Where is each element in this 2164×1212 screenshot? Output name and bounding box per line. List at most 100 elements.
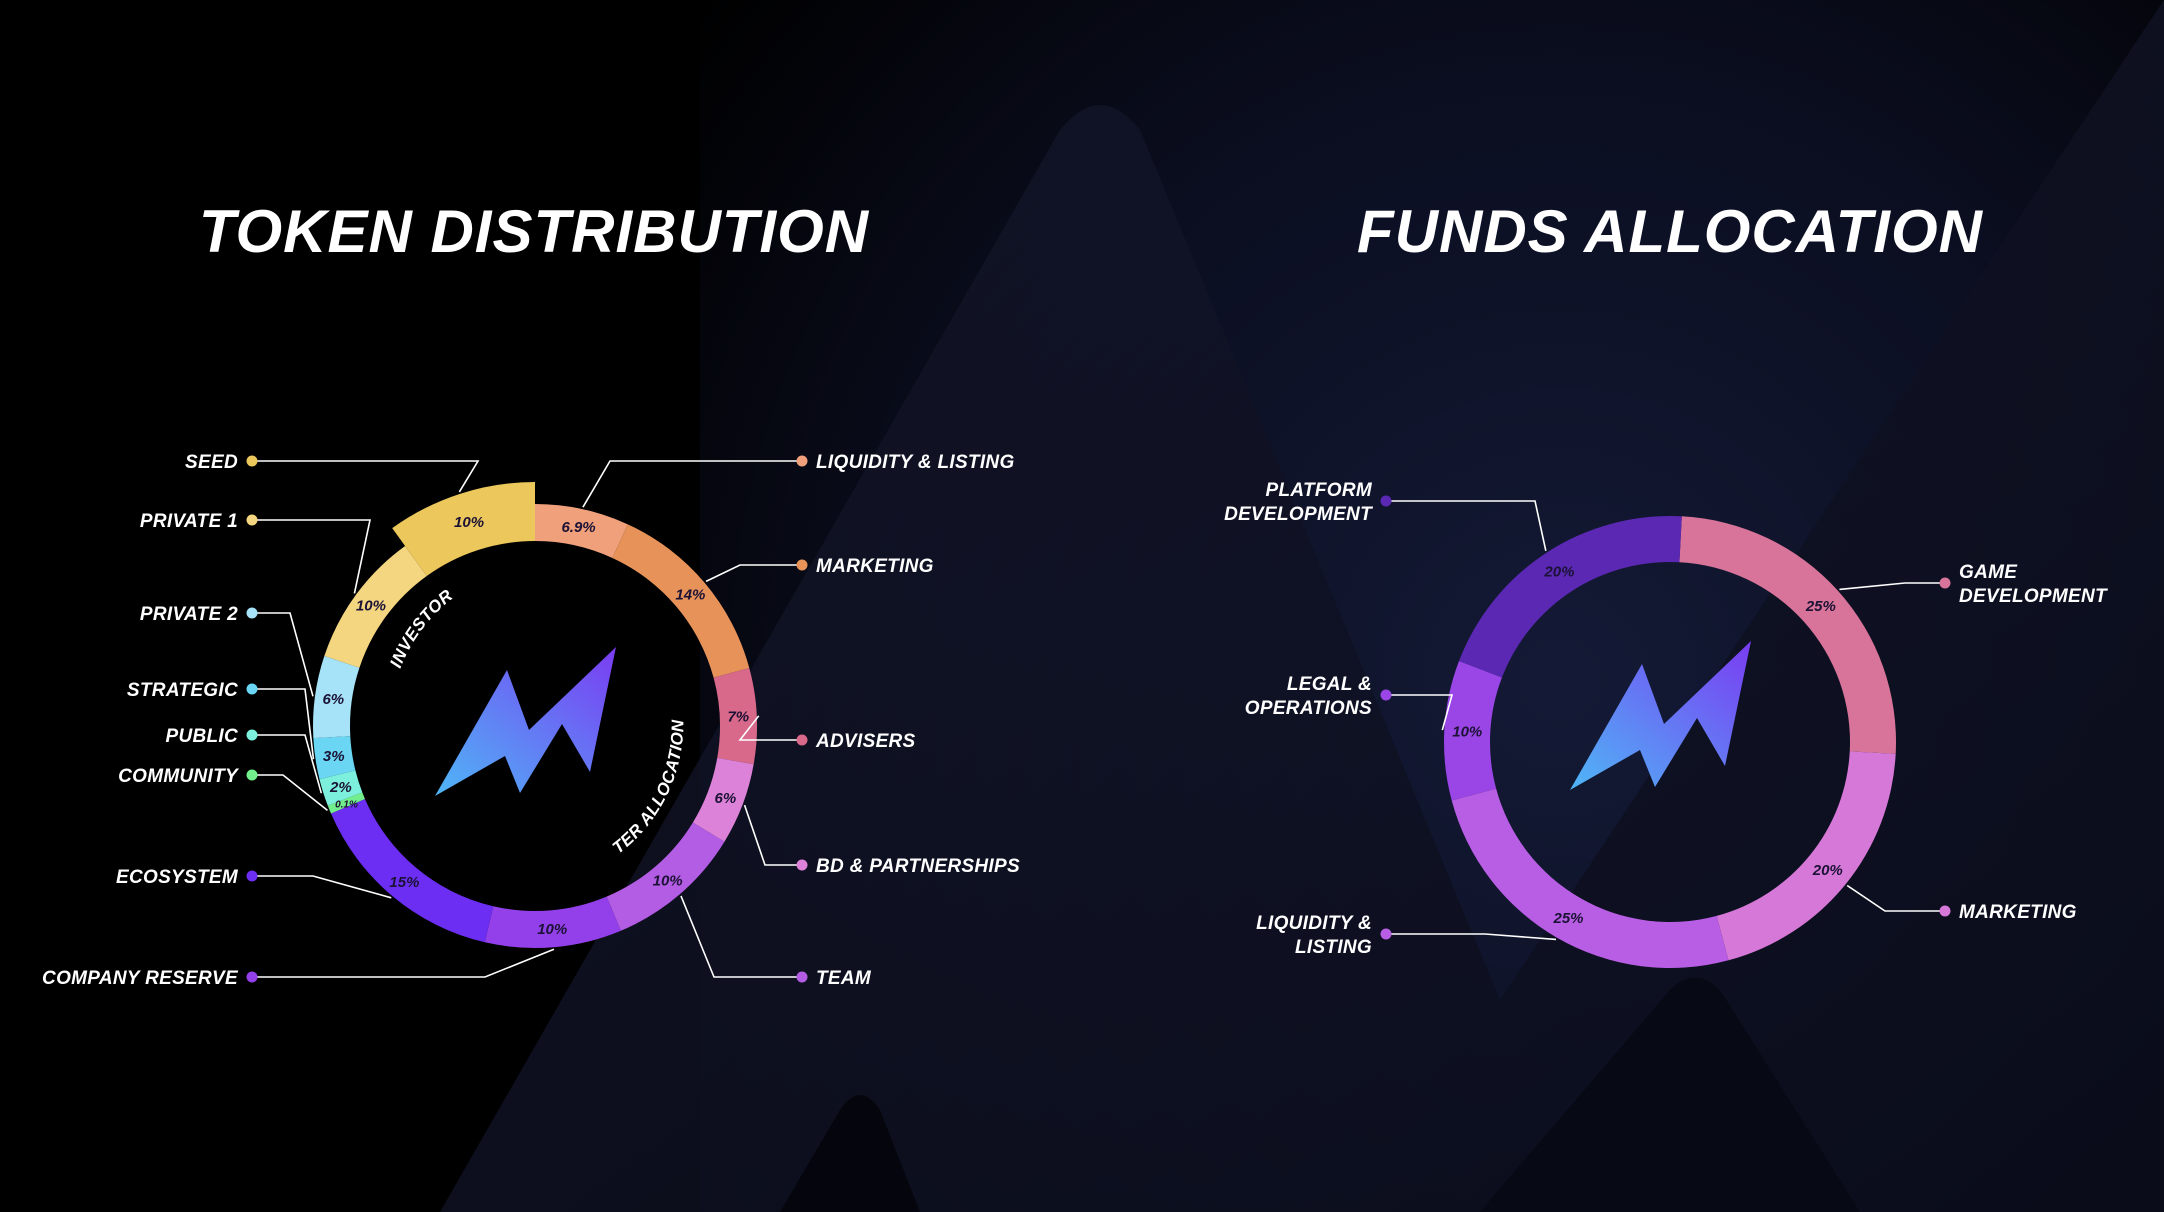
- leader-line-private-1: [252, 519, 371, 594]
- legend-dot-legal-and-operations: [1380, 689, 1392, 701]
- slice-legal-and-operations: [1444, 661, 1502, 801]
- legend-dot-platform-development: [1380, 495, 1392, 507]
- background-mountain-shape-lower: [1480, 977, 1860, 1212]
- legend-dot-seed: [246, 455, 258, 467]
- value-label-company-reserve: 10%: [537, 921, 567, 938]
- legend-dot-company-reserve: [246, 971, 258, 983]
- slice-public: [319, 770, 363, 806]
- value-label-marketing: 14%: [675, 587, 705, 604]
- value-label-marketing: 20%: [1812, 862, 1843, 879]
- slice-team: [606, 822, 725, 931]
- leader-line-bd-and-partnerships: [743, 804, 802, 866]
- legend-dot-ecosystem: [246, 870, 258, 882]
- legend-dot-private-2: [246, 607, 258, 619]
- slice-bd-and-partnerships: [692, 757, 754, 842]
- callout-label-private-1: PRIVATE 1: [140, 511, 238, 532]
- leader-line-marketing: [705, 564, 802, 583]
- leader-line-legal-and-operations: [1386, 694, 1454, 731]
- callout-label-company-reserve: COMPANY RESERVE: [42, 968, 239, 989]
- legend-dot-marketing: [796, 559, 808, 571]
- leader-line-team: [680, 895, 802, 978]
- background-mountain-shape: [440, 0, 2164, 1212]
- value-label-legal-and-operations: 10%: [1452, 723, 1482, 740]
- value-label-liquidity-and-listing: 6.9%: [561, 519, 595, 536]
- lightning-logo-icon: [435, 647, 616, 796]
- value-label-ecosystem: 15%: [389, 874, 419, 891]
- funds-allocation-chart: [1444, 516, 1897, 969]
- slice-liquidity-and-listing: [535, 504, 628, 558]
- callout-label-private-2: PRIVATE 2: [140, 604, 238, 625]
- value-label-team: 10%: [653, 872, 683, 889]
- leader-line-private-2: [252, 612, 314, 697]
- legend-dot-advisers: [796, 734, 808, 746]
- leader-line-seed: [252, 460, 480, 493]
- slice-seed: [392, 482, 535, 576]
- slice-private-1: [324, 545, 427, 668]
- leader-line-company-reserve: [252, 948, 555, 978]
- token-distribution-title: TOKEN DISTRIBUTION: [199, 198, 870, 265]
- legend-dot-marketing: [1939, 905, 1951, 917]
- legend-dot-liquidity-and-listing: [1380, 928, 1392, 940]
- legend-dot-bd-and-partnerships: [796, 859, 808, 871]
- callout-label-advisers: ADVISERS: [815, 731, 916, 752]
- value-label-advisers: 7%: [727, 709, 749, 726]
- leader-line-platform-development: [1386, 500, 1547, 551]
- token-distribution-chart: [313, 482, 757, 948]
- callout-label-bd-and-partnerships: BD & PARTNERSHIPS: [816, 856, 1020, 877]
- token-distribution-value-labels: 6.9% 14% 7% 6% 10% 10% 15% 0.1% 2% 3% 6% 10% 10%: [322, 514, 749, 938]
- legend-dot-team: [796, 971, 808, 983]
- callout-label-liquidity-and-listing: LIQUIDITY &LISTING: [1256, 913, 1372, 958]
- slice-liquidity-and-listing: [1451, 788, 1729, 969]
- slice-strategic: [313, 736, 356, 780]
- value-label-public: 2%: [329, 779, 352, 796]
- value-label-community: 0.1%: [335, 800, 358, 811]
- legend-dot-strategic: [246, 683, 258, 695]
- leader-line-public: [252, 734, 323, 794]
- callout-label-marketing: MARKETING: [1959, 902, 2077, 923]
- funds-allocation-title: FUNDS ALLOCATION: [1357, 198, 1984, 265]
- leader-line-game-development: [1839, 582, 1945, 591]
- legend-dot-community: [246, 769, 258, 781]
- legend-dot-public: [246, 729, 258, 741]
- callout-label-team: TEAM: [816, 968, 872, 989]
- legend-dot-liquidity-and-listing: [796, 455, 808, 467]
- slice-game-development: [1679, 516, 1897, 754]
- slice-private-2: [313, 656, 360, 739]
- value-label-private-1: 10%: [356, 598, 386, 615]
- leader-line-ecosystem: [252, 875, 392, 899]
- slice-community: [327, 792, 365, 814]
- callout-label-liquidity-and-listing: LIQUIDITY & LISTING: [816, 452, 1015, 473]
- leader-line-liquidity-and-listing: [582, 460, 802, 508]
- callout-label-strategic: STRATEGIC: [127, 680, 238, 701]
- legend-dot-private-1: [246, 514, 258, 526]
- value-label-private-2: 6%: [322, 691, 344, 708]
- value-label-platform-development: 20%: [1543, 564, 1574, 581]
- callout-label-community: COMMUNITY: [118, 766, 240, 787]
- callout-label-public: PUBLIC: [165, 726, 238, 747]
- callout-label-legal-and-operations: LEGAL &OPERATIONS: [1245, 674, 1372, 719]
- leader-line-advisers: [738, 715, 802, 741]
- slice-marketing: [1716, 751, 1896, 961]
- leader-line-liquidity-and-listing: [1386, 933, 1557, 941]
- callout-label-ecosystem: ECOSYSTEM: [116, 867, 239, 888]
- value-label-bd-and-partnerships: 6%: [715, 790, 737, 807]
- leader-line-community: [252, 774, 328, 811]
- value-label-game-development: 25%: [1805, 598, 1836, 615]
- value-label-seed: 10%: [454, 514, 484, 531]
- slice-marketing: [612, 524, 750, 678]
- callout-label-seed: SEED: [185, 452, 238, 473]
- background-mountain-shape-lower: [780, 1095, 920, 1212]
- slice-company-reserve: [484, 896, 621, 948]
- lightning-logo-icon: [1570, 641, 1751, 790]
- value-label-strategic: 3%: [323, 748, 345, 765]
- leader-line-marketing: [1846, 884, 1945, 912]
- leader-line-strategic: [252, 688, 315, 760]
- slice-platform-development: [1459, 516, 1682, 678]
- legend-dot-game-development: [1939, 577, 1951, 589]
- value-label-liquidity-and-listing: 25%: [1552, 910, 1583, 927]
